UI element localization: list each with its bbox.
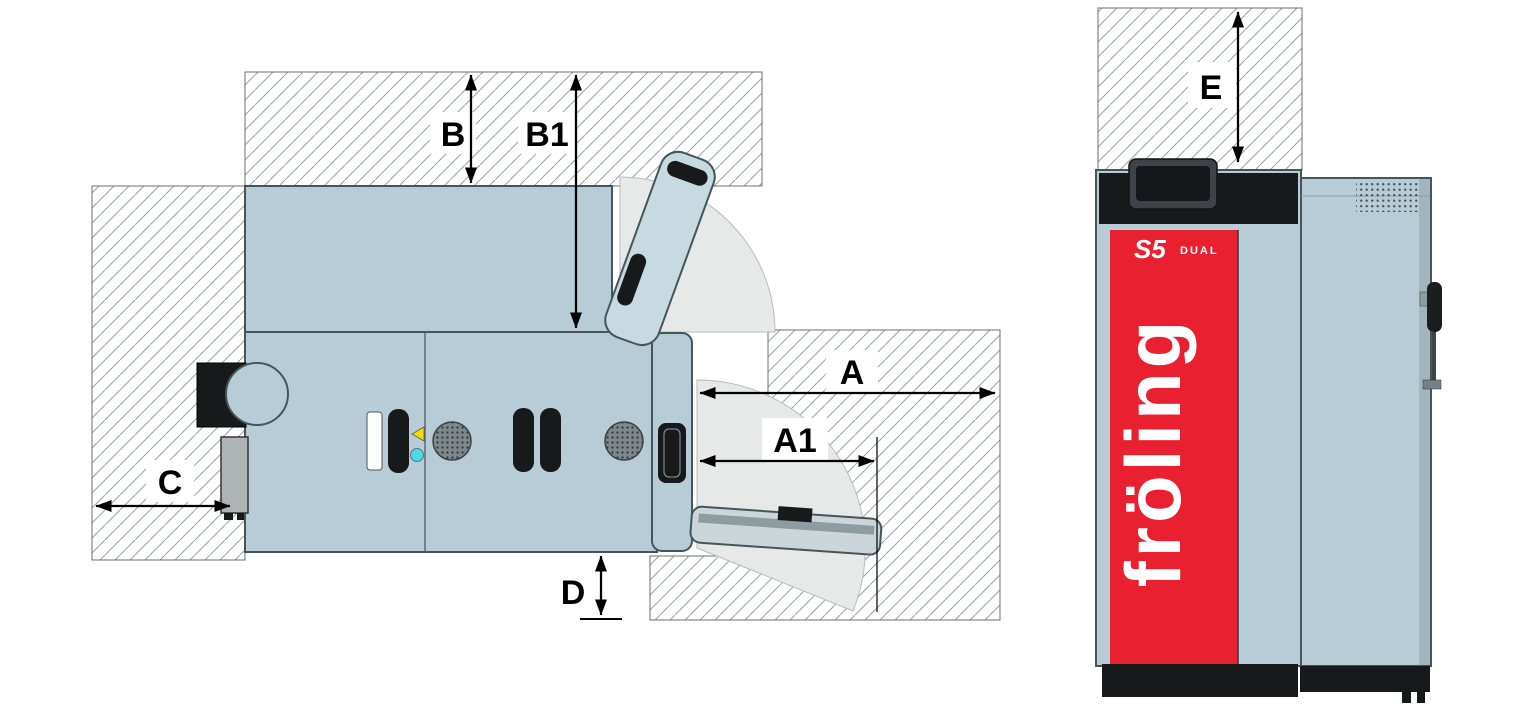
label-backing [762, 418, 828, 460]
dimension-label-A: A [840, 354, 865, 392]
connection-foot [224, 513, 233, 520]
dimension-label-B1: B1 [525, 116, 568, 154]
vent-knob [604, 421, 644, 461]
variant-label: DUAL [1180, 245, 1219, 257]
base-plinth-left [1102, 664, 1298, 697]
flue-collar [225, 362, 289, 426]
label-backing [826, 350, 878, 392]
display-slot [366, 411, 383, 471]
boiler-display [1136, 166, 1210, 201]
front-view: S5 DUAL fröling E [1095, 7, 1442, 703]
boiler-front-view: S5 DUAL fröling [1095, 158, 1442, 703]
side-connection-box [220, 436, 249, 514]
label-backing [1188, 62, 1236, 108]
upper-door-handle [667, 160, 708, 186]
hopper-edge-shading [1419, 179, 1430, 665]
upper-door-latch [617, 253, 647, 306]
connection-foot [237, 513, 244, 520]
boiler-rear-section [244, 185, 613, 333]
brand-logo: fröling [1109, 317, 1197, 588]
dimension-label-E: E [1200, 69, 1223, 107]
wall-top [244, 71, 763, 187]
dimension-D: D [561, 555, 622, 620]
hopper-unit [1300, 177, 1432, 667]
door-lever [1419, 282, 1442, 390]
control-pill [513, 408, 534, 472]
wall-left [91, 185, 246, 561]
base-leg [1417, 690, 1425, 703]
vent-knob [432, 421, 472, 461]
front-door-handle [658, 423, 686, 483]
vent-grille [1356, 182, 1418, 212]
dimension-label-B: B [441, 116, 466, 154]
dimension-A1: A1 [699, 418, 878, 612]
dimension-label-A1: A1 [773, 422, 816, 460]
warning-triangle-indicator [411, 426, 425, 442]
upper-door-open [604, 150, 716, 347]
front-door-handle-inner [663, 428, 681, 478]
lever-foot [1422, 379, 1442, 390]
boiler-top-view [196, 150, 883, 556]
front-door-open-handle [777, 506, 813, 523]
dimension-A: A [699, 350, 996, 399]
dimension-B1: B1 [518, 74, 582, 329]
base-plinth-right [1300, 666, 1430, 692]
dimension-label-D: D [561, 574, 586, 612]
top-view: B B1 A A1 C D [91, 71, 1001, 621]
front-door-open-edge [698, 513, 875, 535]
status-led [410, 448, 424, 462]
control-pill [540, 408, 561, 472]
base-leg [1402, 690, 1411, 703]
dimension-label-C: C [158, 464, 183, 502]
model-label: S5 [1134, 234, 1166, 264]
dimension-E: E [1188, 11, 1244, 163]
front-door-open [689, 505, 883, 556]
label-backing [518, 112, 576, 154]
label-backing [146, 460, 194, 502]
lever-grip [1427, 282, 1442, 332]
red-front-panel [1110, 230, 1238, 664]
dimension-C: C [95, 460, 231, 512]
control-panel [366, 408, 644, 473]
control-pill [388, 409, 409, 473]
dimension-B: B [430, 74, 477, 184]
